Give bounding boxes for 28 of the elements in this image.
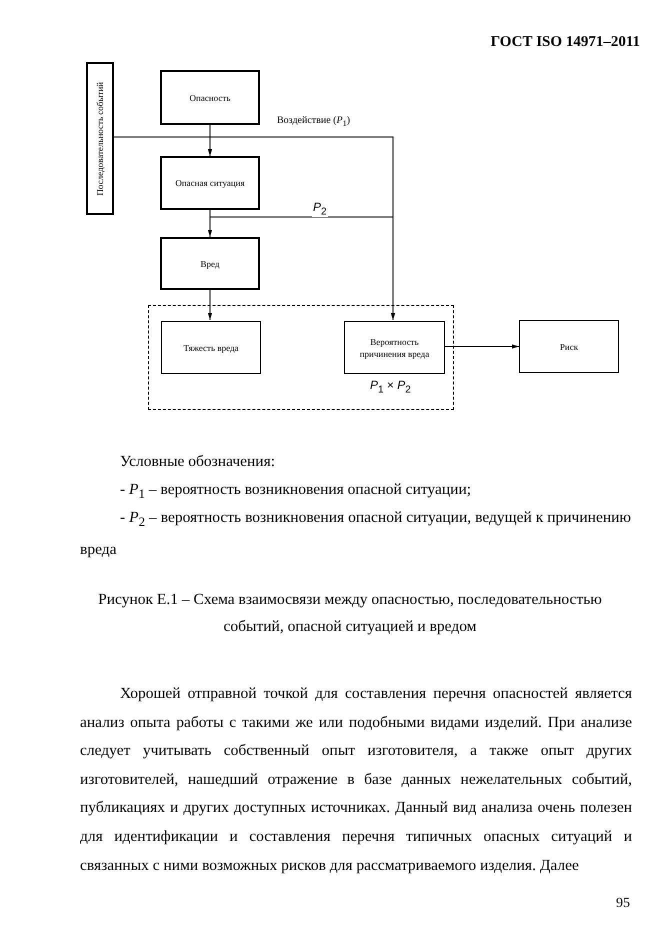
arrow: [208, 210, 212, 238]
process-box: [519, 320, 619, 373]
box-label: Опасность: [188, 92, 232, 104]
edge-label: P$_{2}$: [312, 200, 328, 218]
box-label: Вред: [200, 258, 220, 270]
page-header: ГОСТ ISO 14971–2011: [490, 33, 640, 52]
process-box: [86, 62, 114, 215]
box-label: Вероятность причинения вреда: [358, 336, 430, 360]
legend-note: - P$_{1}$ – вероятность возникновения опасной ситуации;: [120, 480, 472, 504]
arrow: [444, 344, 520, 349]
edge-label: Воздействие (P$_{1}$): [276, 115, 352, 128]
body-paragraph: Хорошей отправной точкой для составления перечня опасностей является анализ опыта работы с такими же или подобными видами изделий. При анализе следует учитывать собственный опыт изготовителя, а также опыт других изготовителей, нашедший отражение в базе данных нежелательных событий, публикациях и других доступных источниках. Данный вид анализа очень полезен для идентификации и составления перечня типичных опасных ситуаций и связанных с ними возможных рисков для рассматриваемого изделия. Далее: [80, 684, 632, 876]
process-box: [160, 156, 260, 210]
formula-label: P$_{1}$ × P$_{2}$: [370, 378, 411, 396]
process-box: [160, 237, 260, 290]
figure-caption: Рисунок Е.1 – Схема взаимосвязи между опасностью, последовательностью событий, опасной ситуацией и вредом: [97, 590, 603, 637]
box-label: Риск: [558, 340, 580, 352]
process-box: [160, 70, 260, 125]
box-label: Опасная ситуация: [174, 177, 246, 189]
legend-note: - P$_{2}$ – вероятность возникновения опасной ситуации, ведущей к причинению вреда: [80, 508, 631, 560]
legend-heading: Условные обозначения:: [120, 452, 276, 472]
page-number: 95: [615, 895, 630, 913]
process-box: [161, 321, 261, 374]
arrow: [208, 290, 212, 320]
process-box: [344, 321, 445, 374]
dashed-group-frame: [148, 305, 454, 410]
box-label: Тяжесть вреда: [182, 342, 240, 354]
vertical-box-label: Последовательность событий: [94, 82, 106, 196]
